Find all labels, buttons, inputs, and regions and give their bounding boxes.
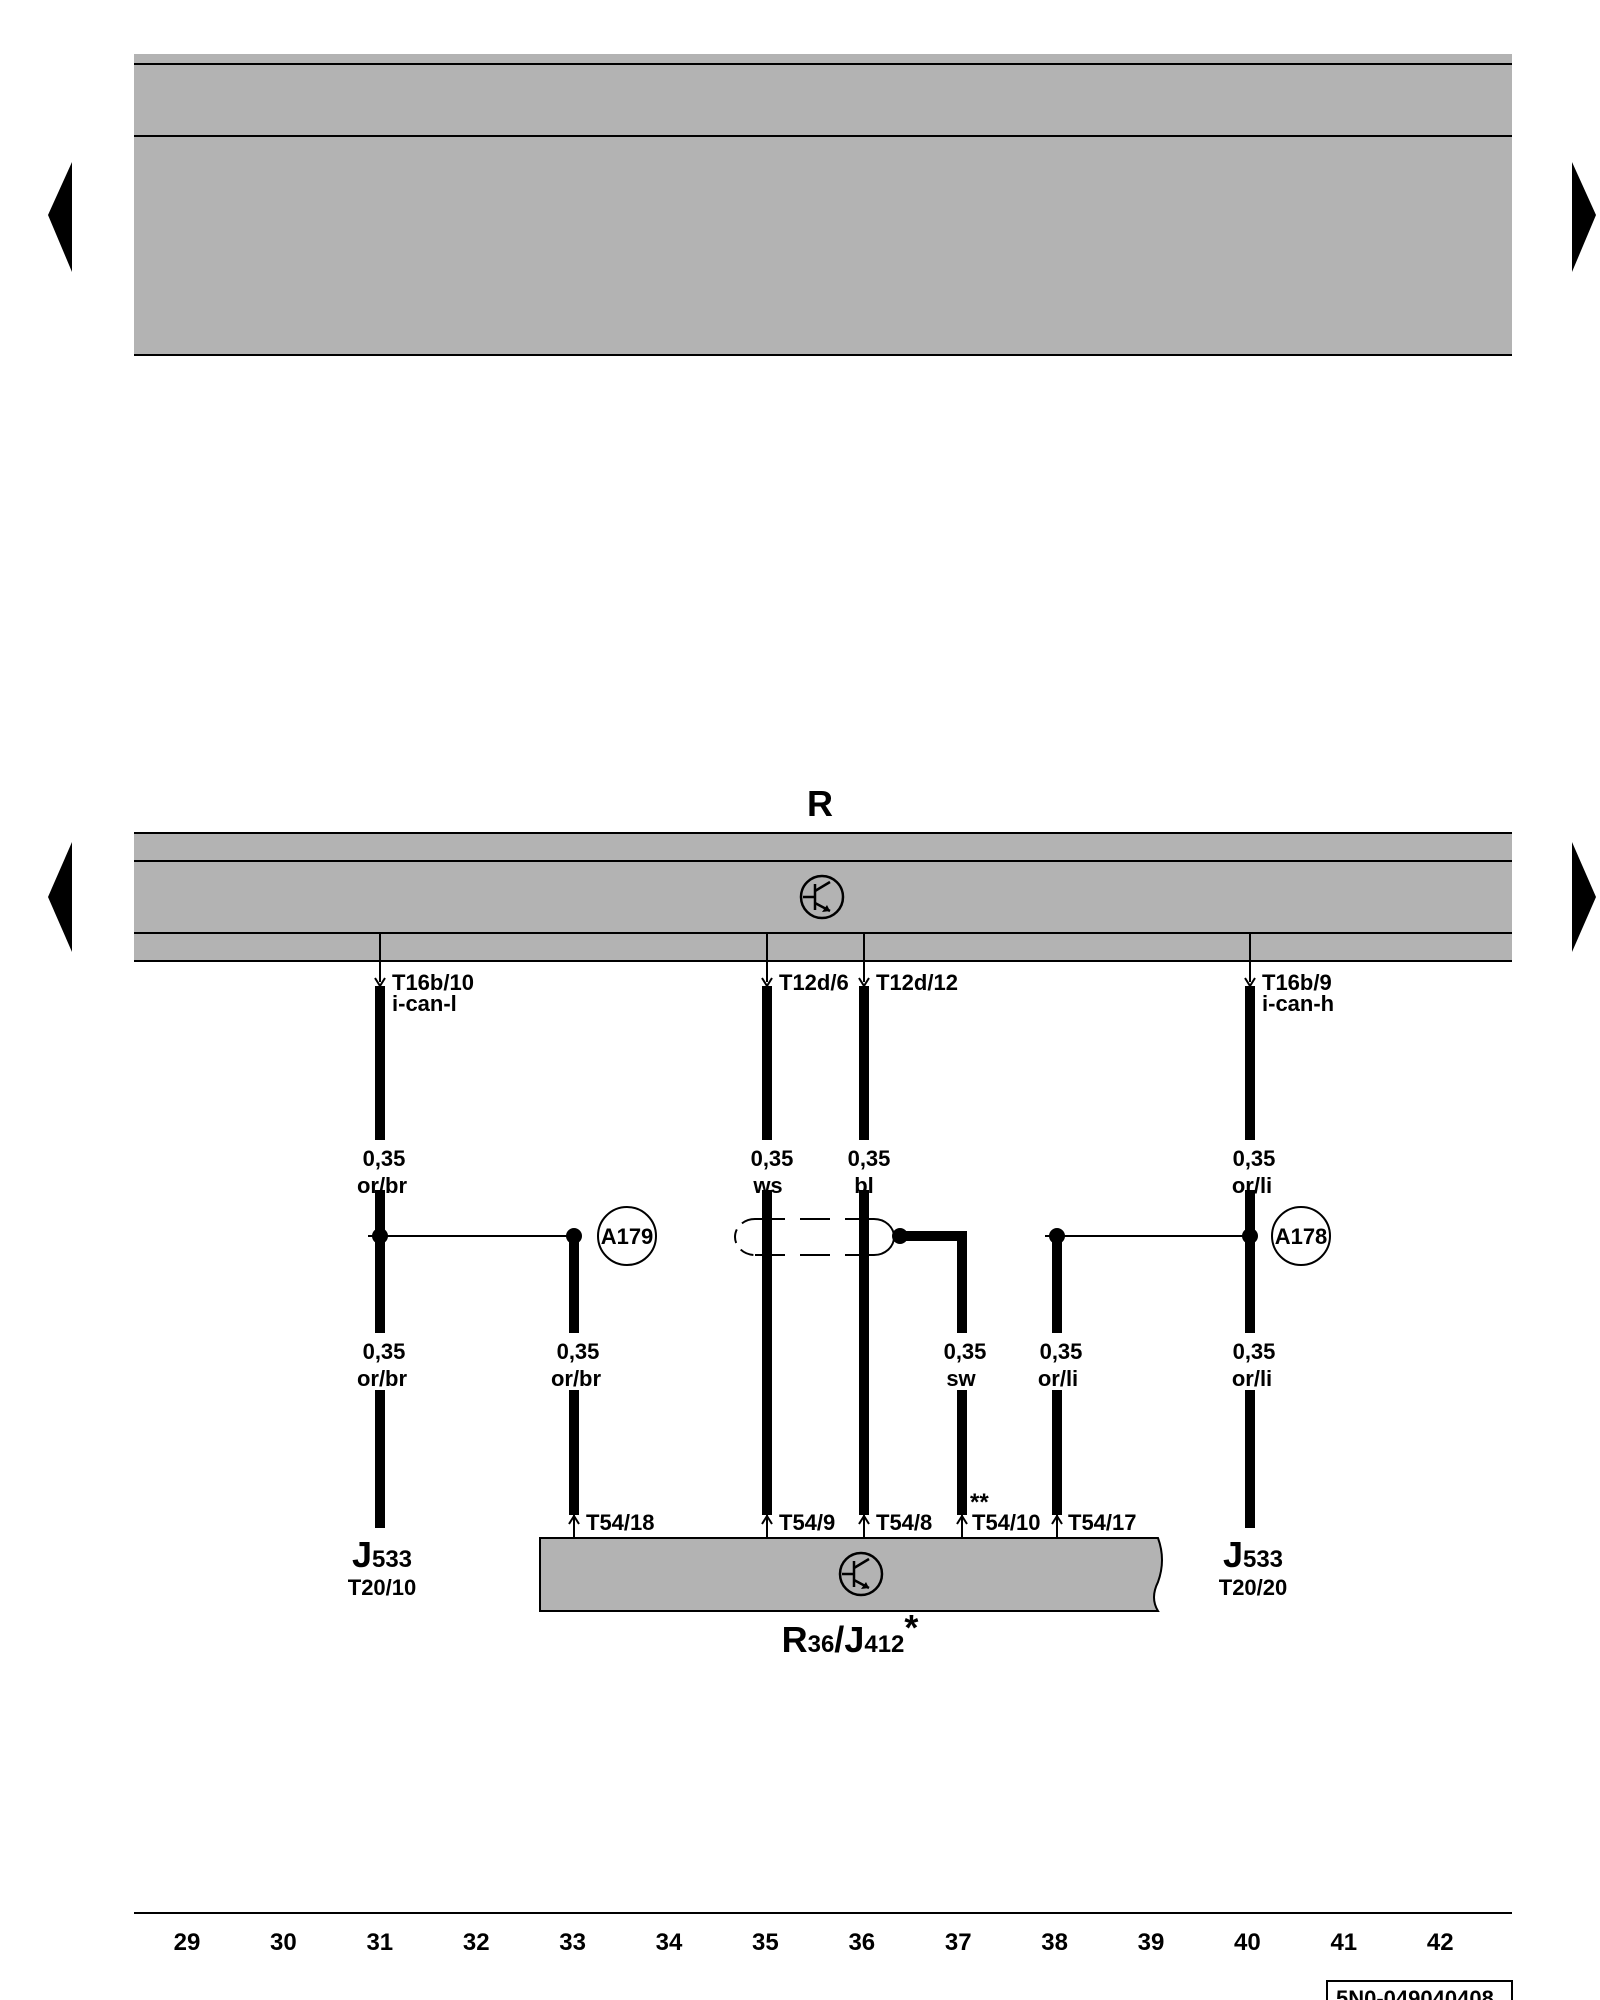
electronic-module-icon [799,874,845,920]
section-number: 29 [174,1929,201,1956]
previous-page-arrow-icon[interactable] [48,162,72,272]
section-number: 41 [1330,1929,1357,1956]
wire-color-label: or/br [551,1366,602,1391]
section-number: 36 [848,1929,875,1956]
section-number: 33 [559,1929,586,1956]
pin-label: T12d/12 [876,970,958,995]
section-number: 35 [752,1929,779,1956]
connection-label: A179 [601,1224,654,1249]
top-panel [134,54,1512,356]
connection-a178 [1271,1206,1331,1266]
wire-size-label: 0,35 [848,1146,891,1171]
wire-color-label: or/li [1232,1173,1272,1198]
signal-label: i-can-l [392,991,457,1016]
section-number: 31 [366,1929,393,1956]
wire-size-label: 0,35 [1233,1146,1276,1171]
component-label-r36-j412: R36/J412* [782,1607,919,1660]
next-page-arrow-icon[interactable] [1572,162,1596,272]
destination-pin-label: T20/10 [348,1575,417,1600]
section-number: 32 [463,1929,490,1956]
destination-j533-left: J533 [352,1534,412,1575]
shield-outline [734,1218,895,1256]
wire-color-label: or/li [1232,1366,1272,1391]
destination-j533-right: J533 [1223,1534,1283,1575]
section-number: 37 [945,1929,972,1956]
previous-page-arrow-icon[interactable] [48,842,72,952]
junction-dot [372,1228,388,1244]
signal-label: i-can-h [1262,991,1334,1016]
wire-color-label: sw [946,1366,976,1391]
wire-color-label: ws [752,1173,782,1198]
pin-label: T54/8 [876,1510,932,1535]
junction-dot [1049,1228,1065,1244]
component-label-r: R [807,783,833,824]
pin-label: T54/18 [586,1510,655,1535]
pin-label: T54/10 [972,1510,1041,1535]
document-code: 5N0-049040408 [1336,1986,1494,2000]
junction-dot [892,1228,908,1244]
component-r36-j412 [539,1537,1163,1612]
section-number: 30 [270,1929,297,1956]
note-marker: ** [970,1489,989,1516]
section-number: 34 [656,1929,683,1956]
junction-dot [1242,1228,1258,1244]
section-number: 38 [1041,1929,1068,1956]
document-code-box [1326,1980,1513,2000]
pin-label: T54/9 [779,1510,835,1535]
wire-color-label: or/br [357,1173,408,1198]
electronic-module-icon [838,1551,884,1597]
pin-arrow-icon [568,1514,1063,1525]
section-numbers: 29 30 31 32 33 34 35 36 37 38 39 40 41 42 [174,1929,1454,1956]
component-r-bar [134,832,1512,962]
destination-pin-label: T20/20 [1219,1575,1288,1600]
wire-color-label: or/br [357,1366,408,1391]
component-r-bg [134,833,1512,961]
top-panel-bg [134,54,1512,355]
wire-size-label: 0,35 [944,1339,987,1364]
pin-label: T12d/6 [779,970,849,995]
next-page-arrow-icon[interactable] [1572,842,1596,952]
wire-size-label: 0,35 [363,1339,406,1364]
wire-37 [900,1231,967,1515]
connection-label: A178 [1275,1224,1328,1249]
wire-color-label: bl [854,1173,874,1198]
wire-size-label: 0,35 [1233,1339,1276,1364]
wire-size-label: 0,35 [363,1146,406,1171]
pin-label: T54/17 [1068,1510,1137,1535]
wire-size-label: 0,35 [751,1146,794,1171]
wire-size-label: 0,35 [557,1339,600,1364]
section-number: 40 [1234,1929,1261,1956]
wire-size-label: 0,35 [1040,1339,1083,1364]
section-number: 42 [1427,1929,1454,1956]
pin-label: T16b/9 [1262,970,1332,995]
section-number: 39 [1138,1929,1165,1956]
junction-dot [566,1228,582,1244]
connection-a179 [597,1206,657,1266]
wire-color-label: or/li [1038,1366,1078,1391]
pin-label: T16b/10 [392,970,474,995]
